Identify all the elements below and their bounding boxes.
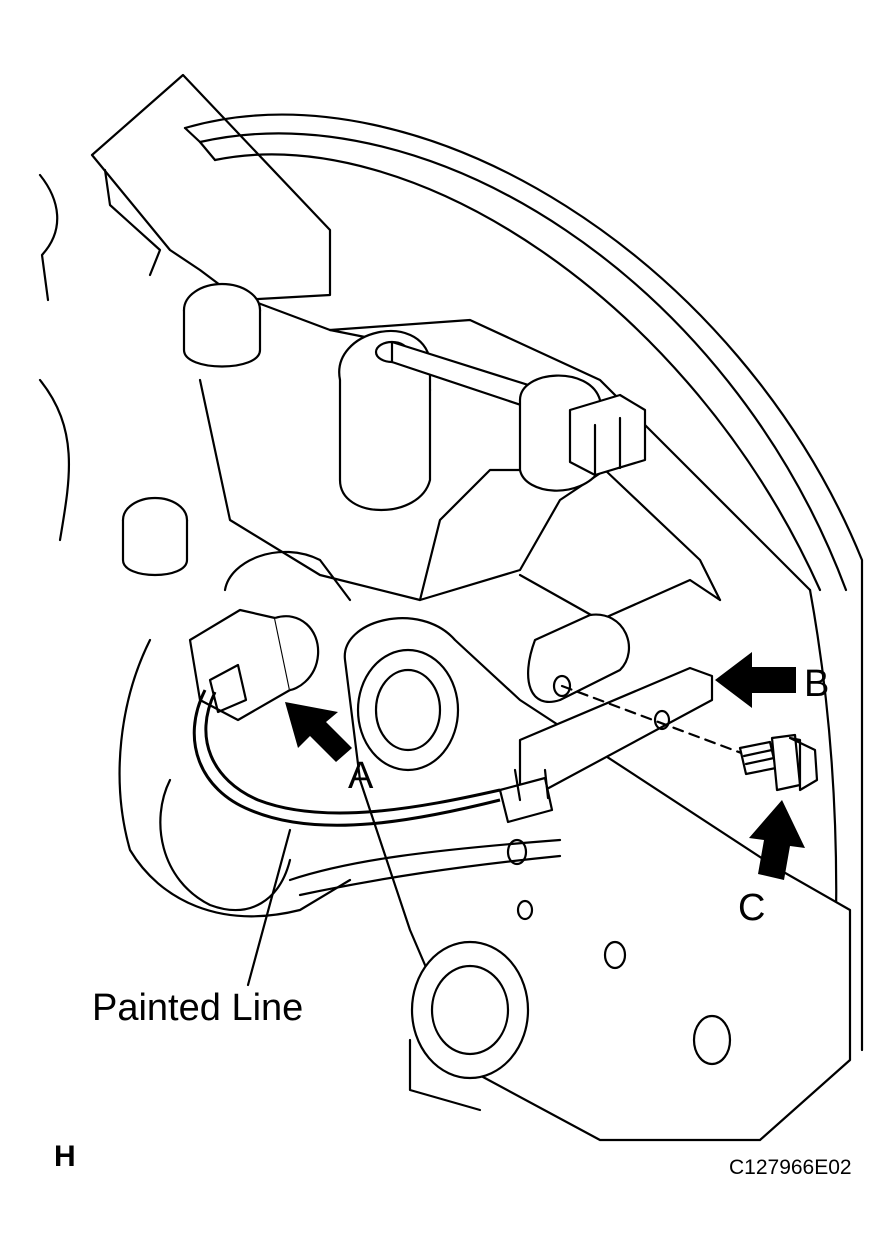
flange-bolt: [738, 733, 819, 792]
painted-line-leader: [246, 828, 292, 987]
label-c: C: [738, 887, 765, 929]
arrow-c: [749, 800, 805, 880]
upper-link: [338, 330, 647, 511]
label-a: A: [348, 755, 374, 797]
lower-arm: [343, 617, 852, 1142]
figure-code: C127966E02: [729, 1156, 852, 1179]
guide-pins: [121, 282, 262, 576]
brake-disc-outline: [183, 113, 864, 1052]
arrow-a: [285, 702, 352, 762]
view-label: H: [54, 1140, 76, 1173]
caliper-bracket: [38, 73, 812, 622]
label-b: B: [804, 663, 829, 705]
speed-sensor-harness: [188, 608, 562, 897]
sensor-bracket: [518, 613, 762, 792]
arrow-b: [715, 652, 796, 708]
painted-line-label: Painted Line: [92, 987, 303, 1029]
